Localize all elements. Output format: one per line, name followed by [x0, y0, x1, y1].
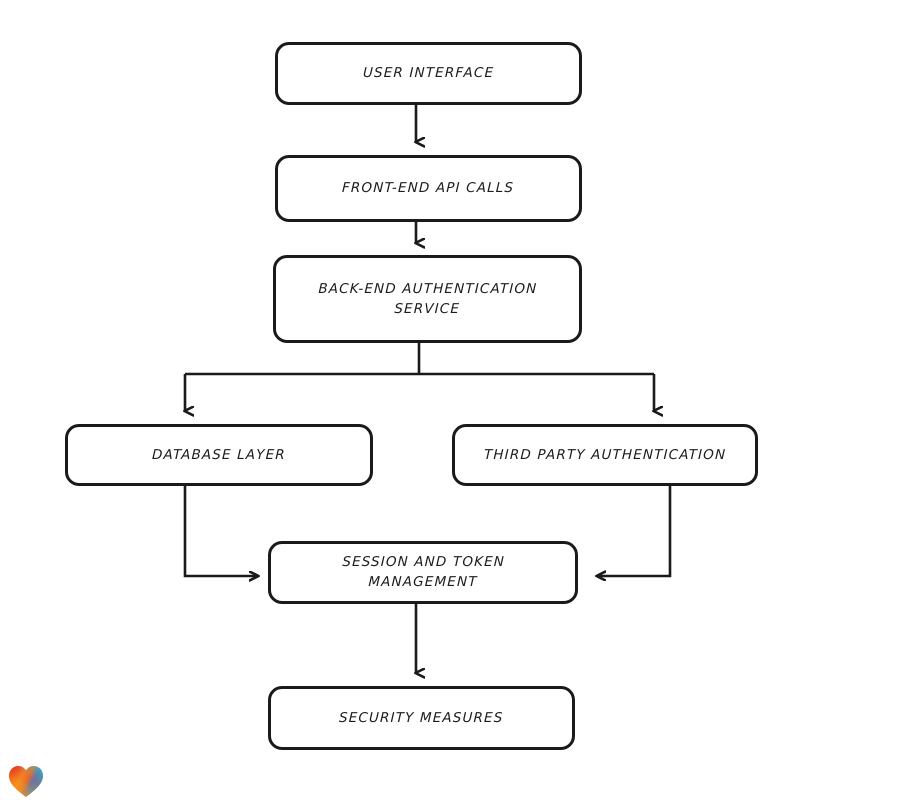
node-backend-authentication-service-label: Back-End Authentication Service — [318, 280, 538, 317]
node-session-and-token-management-label: Session and Token Management — [341, 554, 505, 591]
node-security-measures-label: Security Measures — [338, 709, 505, 726]
node-user-interface[interactable]: User Interface — [275, 42, 582, 105]
edge-thirdparty-to-session — [597, 486, 672, 576]
node-database-layer[interactable]: Database Layer — [65, 424, 373, 486]
node-frontend-api-calls-label: Front-End API Calls — [342, 180, 515, 197]
node-third-party-authentication[interactable]: Third Party Authentication — [452, 424, 758, 486]
heart-logo-icon — [9, 766, 43, 797]
node-database-layer-label: Database Layer — [151, 446, 287, 463]
node-third-party-authentication-label: Third Party Authentication — [483, 446, 727, 463]
edge-database-to-session — [183, 486, 258, 576]
node-backend-authentication-service[interactable]: Back-End Authentication Service — [273, 255, 582, 343]
node-frontend-api-calls[interactable]: Front-End API Calls — [275, 155, 582, 222]
node-security-measures[interactable]: Security Measures — [268, 686, 575, 750]
node-session-and-token-management[interactable]: Session and Token Management — [268, 541, 578, 604]
node-user-interface-label: User Interface — [362, 65, 495, 82]
